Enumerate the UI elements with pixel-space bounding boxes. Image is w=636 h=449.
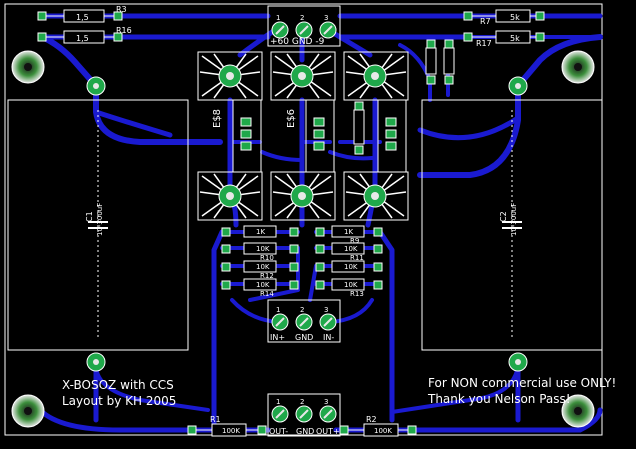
capacitor-symbols xyxy=(88,221,522,229)
resistor-r1 xyxy=(187,423,267,437)
power-pin-3: 3 xyxy=(324,14,328,22)
resistors xyxy=(37,9,545,437)
power-pin-2: 2 xyxy=(300,14,304,22)
c1-ref: C1 xyxy=(85,211,94,222)
r15-value: 10K xyxy=(344,281,358,289)
c1-outline xyxy=(7,99,189,351)
resistor-r17 xyxy=(463,30,545,44)
heatsink-bottom-left xyxy=(197,171,263,221)
power-terminal-outline xyxy=(267,5,341,47)
input-label-gnd: GND xyxy=(295,333,313,342)
r17-ref: R17 xyxy=(476,39,492,48)
r13-ref: R13 xyxy=(350,290,364,298)
output-pin-2: 2 xyxy=(300,398,304,406)
resistor-r2 xyxy=(339,423,417,437)
r14-ref: R14 xyxy=(260,290,274,298)
mounting-holes xyxy=(11,50,595,428)
input-pin-3: 3 xyxy=(324,306,328,314)
heatsink-bottom-mid xyxy=(270,171,336,221)
c2-outline xyxy=(421,99,603,351)
caption-right-line2: Thank you Nelson Pass! xyxy=(428,392,571,406)
r9-value: 1K xyxy=(344,228,353,236)
resistor-r6 xyxy=(353,101,365,155)
resistor-r3 xyxy=(37,9,123,23)
r2-ref: R2 xyxy=(366,415,377,424)
heatsink-top-left xyxy=(197,51,263,101)
heatsinks xyxy=(197,51,409,221)
resistor-r14 xyxy=(221,278,299,291)
caption-right: For NON commercial use ONLY! Thank you N… xyxy=(428,375,616,407)
power-pin-1: 1 xyxy=(276,14,280,22)
pads xyxy=(86,21,528,423)
heatsink-bottom-right xyxy=(343,171,409,221)
r1-ref: R1 xyxy=(210,415,221,424)
mounting-hole-top-left xyxy=(11,50,45,84)
resistor-r13 xyxy=(315,260,383,273)
output-label-out-minus: OUT- xyxy=(269,427,288,436)
output-pin-1: 1 xyxy=(276,398,280,406)
c1-value: 10-300uF xyxy=(96,203,104,236)
output-terminal-outline xyxy=(267,393,341,437)
input-label-in-plus: IN+ xyxy=(270,333,285,342)
r14-value: 10K xyxy=(256,281,270,289)
input-pin-1: 1 xyxy=(276,306,280,314)
r11-value: 10K xyxy=(344,245,358,253)
resistor-r11 xyxy=(315,242,383,255)
mounting-hole-bottom-left xyxy=(11,394,45,428)
caption-left-line2: Layout by KH 2005 xyxy=(62,394,177,408)
resistor-r10 xyxy=(221,242,299,255)
r16-ref: R16 xyxy=(116,26,132,35)
r9-ref: R9 xyxy=(350,237,359,245)
output-pin-3: 3 xyxy=(324,398,328,406)
output-label-gnd: GND xyxy=(296,427,314,436)
resistor-r16 xyxy=(37,30,123,44)
r16-value: 1,5 xyxy=(76,34,89,43)
resistor-r12 xyxy=(221,260,299,273)
r1-value: 100K xyxy=(222,427,240,435)
silkscreen-graphics xyxy=(7,5,603,437)
resistor-r4 xyxy=(425,39,437,85)
c2-value: 10-300uF xyxy=(510,203,518,236)
screw-slots xyxy=(275,25,333,419)
r10-ref: R10 xyxy=(260,254,274,262)
resistor-r8 xyxy=(221,225,299,238)
input-pin-2: 2 xyxy=(300,306,304,314)
pad-centers xyxy=(93,72,521,365)
r12-ref: R12 xyxy=(260,272,274,280)
output-label-out-plus: OUT+ xyxy=(316,427,340,436)
r13-value: 10K xyxy=(344,263,358,271)
silkscreen-labels: 1,5 R3 1,5 R16 5k R7 5k R17 +60 GND -9 1… xyxy=(76,5,520,436)
c2-ref: C2 xyxy=(499,211,508,222)
r12-value: 10K xyxy=(256,263,270,271)
r8-value: 1K xyxy=(256,228,265,236)
resistor-r5 xyxy=(443,39,455,85)
mounting-hole-bottom-right xyxy=(561,394,595,428)
input-terminal-outline xyxy=(267,299,341,343)
r7-value: 5k xyxy=(510,13,520,22)
r17-value: 5k xyxy=(510,34,520,43)
mounting-hole-top-right xyxy=(561,50,595,84)
caption-right-line1: For NON commercial use ONLY! xyxy=(428,376,617,390)
r3-value: 1,5 xyxy=(76,13,89,22)
resistor-r9 xyxy=(315,225,383,238)
input-label-in-minus: IN- xyxy=(323,333,334,342)
heatsink-top-mid xyxy=(270,51,336,101)
q-left-ref: E$8 xyxy=(212,109,223,128)
power-terminal-label: +60 GND -9 xyxy=(270,37,325,47)
r3-ref: R3 xyxy=(116,5,127,14)
caption-left-line1: X-BOSOZ with CCS xyxy=(62,378,174,392)
resistor-r7 xyxy=(463,9,545,23)
q-mid-ref: E$6 xyxy=(286,109,297,128)
r2-value: 100K xyxy=(374,427,392,435)
r7-ref: R7 xyxy=(480,17,491,26)
heatsink-top-right xyxy=(343,51,409,101)
rotated-labels: C1 10-300uF C2 10-300uF E$8 E$6 xyxy=(85,109,518,236)
caption-left: X-BOSOZ with CCS Layout by KH 2005 xyxy=(62,377,176,409)
resistor-r15 xyxy=(315,278,383,291)
r11-ref: R11 xyxy=(350,254,364,262)
r10-value: 10K xyxy=(256,245,270,253)
